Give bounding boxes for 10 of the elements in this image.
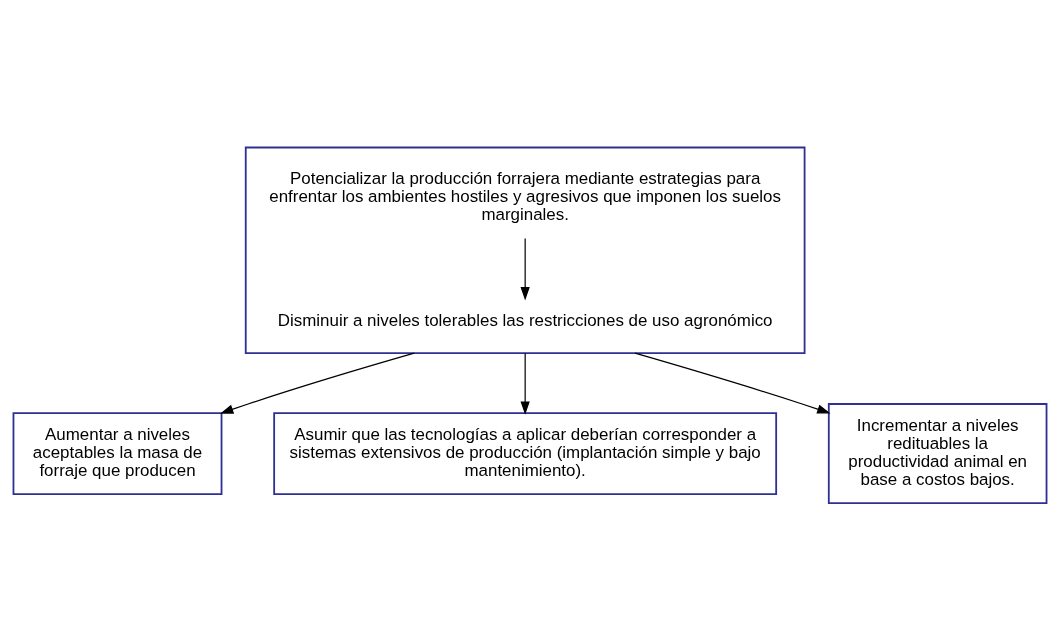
node-box: Asumir que las tecnologías a aplicar deberían corresponder a sistemas extensivos de producción (implantación simple y bajo mantenimiento). [273,411,778,495]
node-box: Aumentar a niveles aceptables la masa de forraje que producen [12,411,223,495]
arrow [634,352,831,414]
node-text: Disminuir a niveles tolerables las restricciones de uso agronómico [277,310,773,330]
arrow [520,237,530,300]
cluster [244,146,806,354]
arrow [220,352,415,414]
node-box: Incrementar a niveles redituables la productividad animal en base a costos bajos. [827,402,1048,504]
arrow [520,352,530,415]
node-text: Potencializar la producción forrajera mediante estrategias para enfrentar los ambientes hostiles y agresivos que imponen los suelos marginales. [269,168,782,224]
